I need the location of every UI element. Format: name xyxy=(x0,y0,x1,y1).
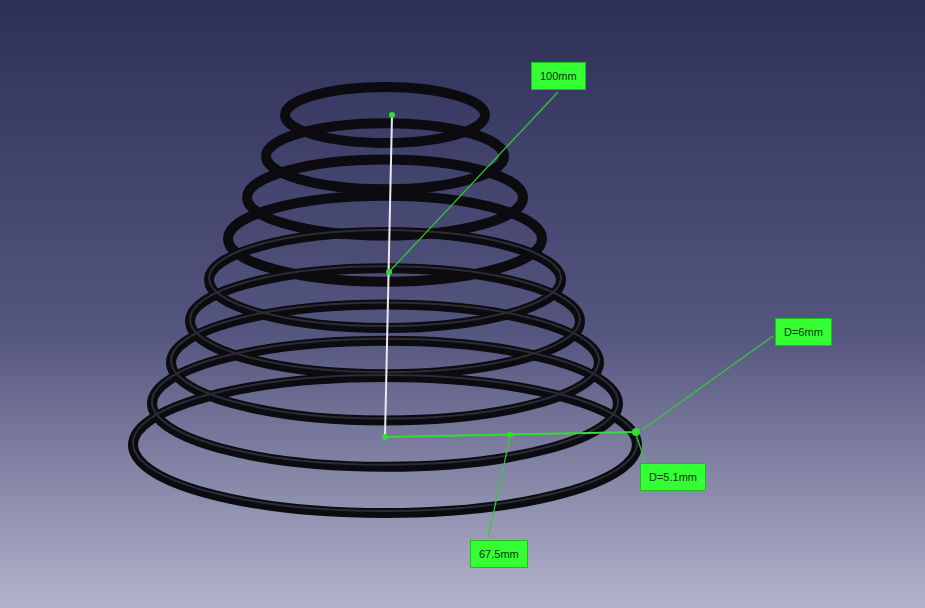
conical-spring xyxy=(133,87,637,513)
radius-dimension-line xyxy=(385,432,640,437)
dimension-label: D=6mm xyxy=(775,318,832,346)
dimension-label: D=5.1mm xyxy=(640,463,706,491)
height-dimension-line xyxy=(385,115,392,437)
dimension-points xyxy=(382,112,640,440)
dimension-label: 100mm xyxy=(531,62,586,90)
spring-highlight xyxy=(133,230,637,511)
dimension-label: 67.5mm xyxy=(470,540,528,568)
leader-lines xyxy=(389,92,773,538)
